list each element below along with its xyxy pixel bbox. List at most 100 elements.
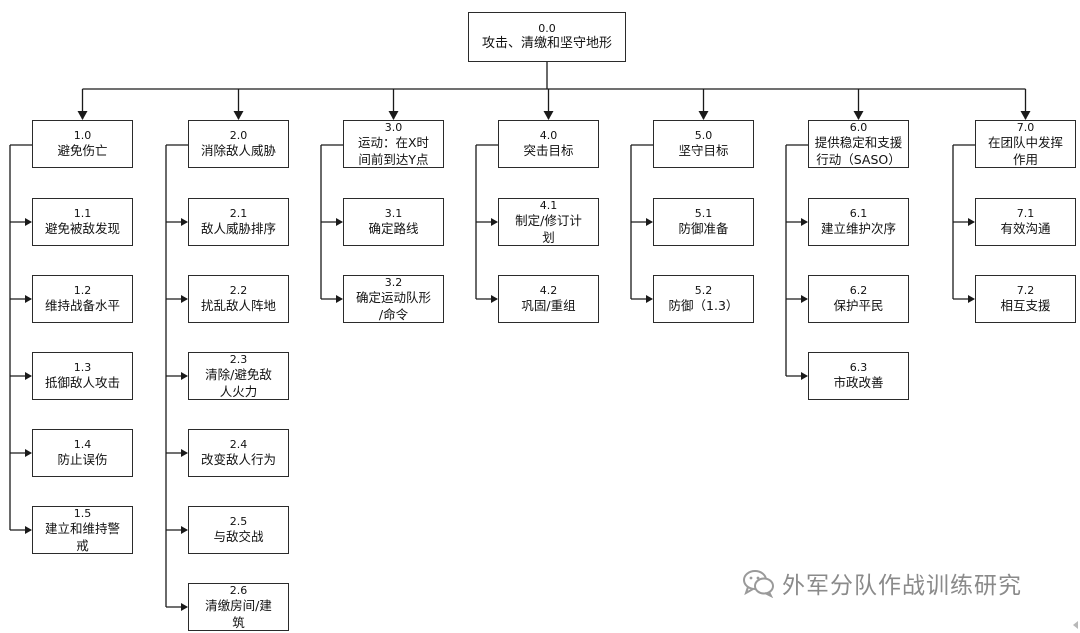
arrow-right-2.6	[181, 603, 188, 611]
arrow-right-7.2	[968, 295, 975, 303]
node-code: 6.3	[849, 361, 868, 374]
node-label: 坚守目标	[678, 143, 729, 158]
arrow-right-5.2	[646, 295, 653, 303]
node-label: 改变敌人行为	[200, 452, 276, 467]
node-label: 相互支援	[1000, 298, 1051, 313]
scroll-arrow-icon[interactable]	[1073, 621, 1078, 629]
arrow-right-5.1	[646, 218, 653, 226]
arrow-right-6.2	[801, 295, 808, 303]
arrow-right-2.5	[181, 526, 188, 534]
node-label: 攻击、清缴和坚守地形	[481, 36, 612, 51]
node-code: 6.0	[849, 120, 868, 134]
node-code: 1.3	[73, 361, 92, 374]
node-label: 确定运动队形 /命令	[355, 289, 431, 322]
node-code: 7.0	[1016, 120, 1035, 134]
node-label: 清除/避免敌 人火力	[205, 366, 272, 399]
arrow-right-1.4	[25, 449, 32, 457]
node-label: 防止误伤	[57, 452, 108, 467]
watermark-text: 外军分队作战训练研究	[782, 573, 1022, 599]
node-code: 6.2	[849, 284, 868, 297]
node-label: 运动：在X时 间前到达Y点	[357, 134, 430, 167]
arrow-right-1.1	[25, 218, 32, 226]
arrow-right-2.4	[181, 449, 188, 457]
arrow-down-4.0	[543, 111, 554, 120]
arrow-down-6.0	[853, 111, 864, 120]
node-code: 1.0	[73, 129, 92, 142]
node-code: 3.0	[384, 120, 403, 134]
node-label: 扰乱敌人阵地	[200, 298, 276, 313]
node-code: 3.1	[384, 207, 403, 220]
arrow-right-1.3	[25, 372, 32, 380]
arrow-right-2.3	[181, 372, 188, 380]
node-code: 1.5	[73, 506, 92, 520]
node-label: 有效沟通	[1000, 221, 1051, 236]
arrow-down-7.0	[1020, 111, 1031, 120]
node-label: 保护平民	[833, 298, 884, 313]
node-label: 确定路线	[368, 221, 419, 236]
node-label: 避免被敌发现	[44, 221, 120, 236]
node-label: 市政改善	[833, 375, 884, 390]
node-code: 4.0	[539, 129, 558, 142]
node-code: 2.5	[229, 515, 248, 528]
arrow-down-3.0	[388, 111, 399, 120]
arrow-right-4.1	[491, 218, 498, 226]
arrow-right-1.5	[25, 526, 32, 534]
node-code: 1.1	[73, 207, 92, 220]
node-code: 3.2	[384, 275, 403, 289]
node-code: 7.2	[1016, 284, 1035, 297]
node-label: 防御（1.3）	[668, 298, 739, 313]
node-label: 避免伤亡	[57, 143, 108, 158]
node-code: 4.1	[539, 198, 558, 212]
node-code: 7.1	[1016, 207, 1035, 220]
node-code: 1.2	[73, 284, 92, 297]
arrow-right-2.1	[181, 218, 188, 226]
arrow-right-6.3	[801, 372, 808, 380]
node-label: 巩固/重组	[521, 298, 576, 313]
node-code: 4.2	[539, 284, 558, 297]
arrow-right-2.2	[181, 295, 188, 303]
arrow-down-5.0	[698, 111, 709, 120]
node-code: 1.4	[73, 438, 92, 451]
arrow-right-1.2	[25, 295, 32, 303]
node-label: 防御准备	[678, 221, 729, 236]
node-code: 2.3	[229, 352, 248, 366]
arrow-down-1.0	[77, 111, 88, 120]
node-label: 建立和维持警 戒	[44, 520, 120, 553]
node-code: 5.0	[694, 129, 713, 142]
node-code: 6.1	[849, 207, 868, 220]
arrow-right-6.1	[801, 218, 808, 226]
node-code: 2.6	[229, 583, 248, 597]
node-label: 在团队中发挥 作用	[987, 134, 1063, 167]
node-code: 5.1	[694, 207, 713, 220]
node-label: 与敌交战	[213, 529, 264, 544]
node-code: 2.1	[229, 207, 248, 220]
node-label: 抵御敌人攻击	[44, 375, 120, 390]
node-label: 提供稳定和支援 行动（SASO）	[814, 134, 903, 167]
